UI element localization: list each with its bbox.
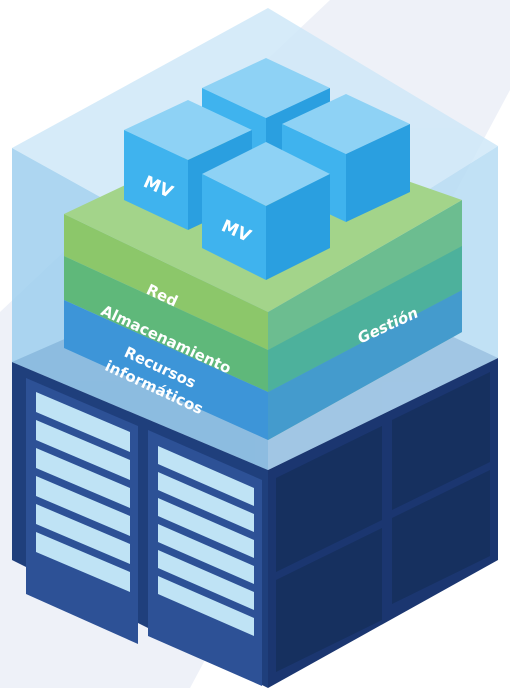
- server-rack-left-1: [26, 378, 138, 644]
- layer-red: [64, 214, 268, 350]
- layer-almacenamiento: [64, 256, 268, 392]
- vm-cube-front: [202, 142, 330, 280]
- server-rack-left-2: [148, 430, 262, 686]
- layer-recursos: [64, 300, 268, 440]
- server-rack-right: [276, 372, 490, 672]
- vm-cubes: MV MV: [124, 58, 410, 280]
